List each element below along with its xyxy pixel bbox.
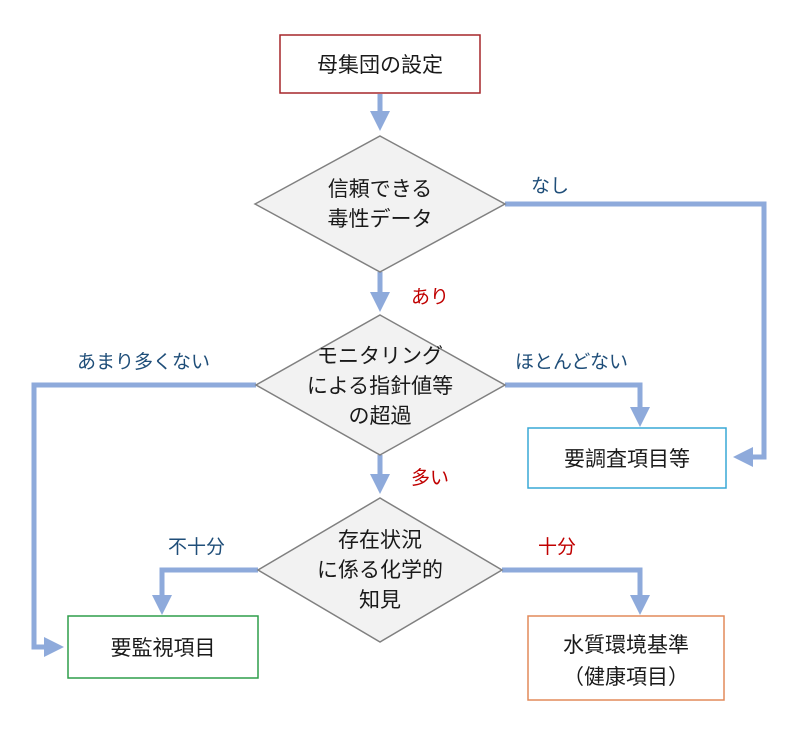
- investigate-node-label: 要調査項目等: [564, 447, 690, 471]
- decision-monitoring-line1: モニタリング: [317, 344, 443, 368]
- decision-chemical-line3: 知見: [359, 588, 401, 612]
- standard-node: 水質環境基準 （健康項目）: [527, 615, 725, 701]
- start-node: 母集団の設定: [279, 34, 481, 94]
- start-node-label: 母集団の設定: [317, 53, 443, 77]
- decision-toxicity-line2: 毒性データ: [328, 207, 433, 231]
- decision-chemical-knowledge: 存在状況 に係る化学的 知見: [256, 497, 504, 643]
- edge-label-not-many: あまり多くない: [77, 351, 210, 373]
- connectors: [31, 94, 767, 657]
- edge-label-none: なし: [531, 175, 569, 197]
- decision-chemical-line2: に係る化学的: [317, 558, 443, 582]
- arrow-d3-to-monitor: [152, 567, 258, 615]
- monitor-node: 要監視項目: [67, 615, 259, 679]
- edge-label-many: 多い: [411, 467, 449, 489]
- arrow-d2-to-monitor: [31, 382, 256, 657]
- standard-node-line2: （健康項目）: [563, 665, 689, 689]
- decision-chemical-line1: 存在状況: [338, 528, 422, 552]
- decision-monitoring-line3: の超過: [349, 404, 412, 428]
- edge-label-yes: あり: [411, 286, 449, 308]
- arrow-d2-to-investigate: [505, 382, 650, 427]
- edge-label-sufficient: 十分: [538, 536, 576, 558]
- arrow-d1-to-investigate: [505, 201, 767, 467]
- decision-toxicity-line1: 信頼できる: [328, 177, 433, 201]
- arrow-d3-to-standard: [502, 567, 650, 615]
- edge-label-insufficient: 不十分: [168, 536, 225, 558]
- decision-monitoring-exceed: モニタリング による指針値等 の超過: [254, 314, 507, 456]
- edge-label-almost-none: ほとんどない: [515, 351, 628, 373]
- monitor-node-label: 要監視項目: [111, 636, 216, 660]
- standard-node-line1: 水質環境基準: [563, 633, 689, 657]
- decision-toxicity-data: 信頼できる 毒性データ: [253, 135, 507, 273]
- decision-monitoring-line2: による指針値等: [307, 374, 453, 398]
- investigate-node: 要調査項目等: [527, 427, 727, 489]
